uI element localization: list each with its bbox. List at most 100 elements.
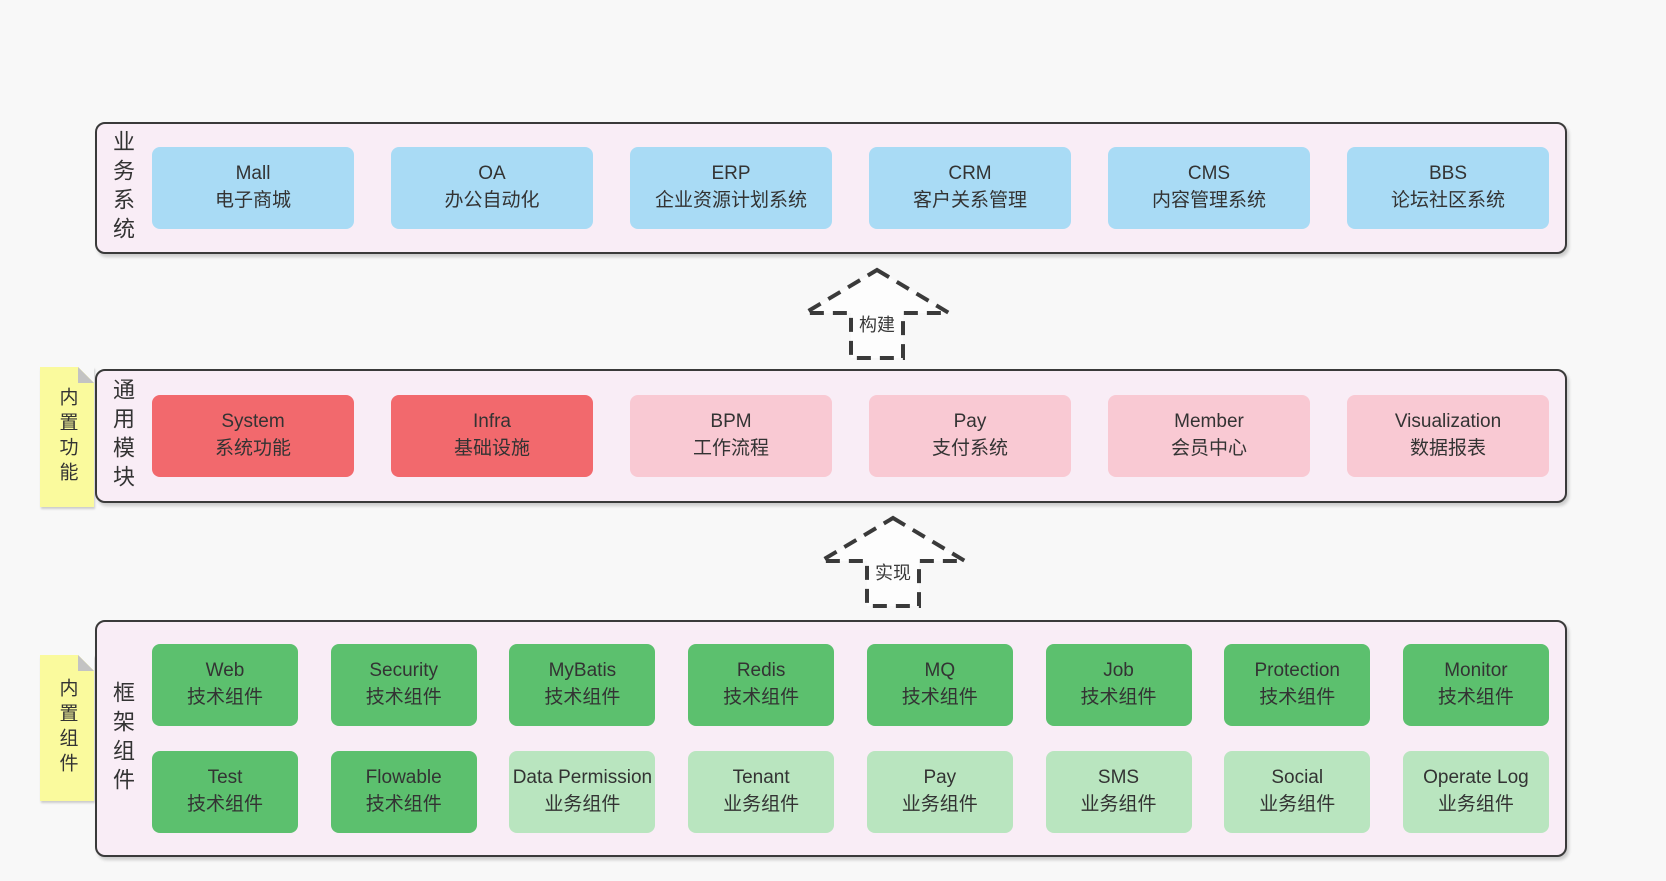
box-web: Web 技术组件 bbox=[152, 644, 298, 726]
section-title-vertical: 框架组件 bbox=[110, 680, 135, 797]
box-protection: Protection 技术组件 bbox=[1224, 644, 1371, 726]
box-subtitle: 技术组件 bbox=[1080, 687, 1157, 708]
box-title: SMS bbox=[1097, 767, 1140, 789]
sticky-builtin-features: 内置功能 bbox=[40, 367, 94, 507]
box-title: BPM bbox=[710, 411, 752, 433]
box-infra: Infra 基础设施 bbox=[391, 395, 593, 477]
box-title: Mall bbox=[235, 163, 271, 185]
box-monitor: Monitor 技术组件 bbox=[1402, 644, 1549, 726]
business-box-row: Mall 电子商城 OA 办公自动化 ERP 企业资源计划系统 CRM 客户关系… bbox=[152, 124, 1549, 252]
box-title: CMS bbox=[1187, 163, 1231, 185]
box-system: System 系统功能 bbox=[152, 395, 354, 477]
box-subtitle: 技术组件 bbox=[365, 794, 442, 815]
box-security: Security 技术组件 bbox=[330, 644, 477, 726]
box-subtitle: 技术组件 bbox=[544, 687, 621, 708]
box-pay: Pay 支付系统 bbox=[869, 395, 1071, 477]
box-sms: SMS 业务组件 bbox=[1045, 751, 1192, 833]
arrow-implement: 实现 bbox=[818, 514, 968, 610]
box-title: Member bbox=[1174, 411, 1244, 433]
box-redis: Redis 技术组件 bbox=[688, 644, 835, 726]
box-subtitle: 业务组件 bbox=[1259, 794, 1336, 815]
box-test: Test 技术组件 bbox=[152, 751, 298, 833]
box-flowable: Flowable 技术组件 bbox=[330, 751, 477, 833]
box-title: Tenant bbox=[732, 767, 790, 789]
section-title-vertical: 通用模块 bbox=[110, 378, 135, 494]
box-subtitle: 客户关系管理 bbox=[912, 190, 1027, 211]
box-oa: OA 办公自动化 bbox=[391, 147, 593, 229]
box-title: Redis bbox=[736, 660, 786, 682]
box-title: Monitor bbox=[1444, 660, 1508, 682]
box-subtitle: 内容管理系统 bbox=[1151, 190, 1266, 211]
arrow-label: 实现 bbox=[872, 559, 914, 585]
box-subtitle: 业务组件 bbox=[1080, 794, 1157, 815]
section-title-vertical: 业务系统 bbox=[110, 130, 135, 246]
section-common-modules: 通用模块 System 系统功能 Infra 基础设施 BPM 工作流程 Pay… bbox=[95, 369, 1567, 503]
box-subtitle: 系统功能 bbox=[214, 438, 291, 459]
box-title: System bbox=[221, 411, 285, 433]
box-subtitle: 工作流程 bbox=[692, 438, 769, 459]
box-social: Social 业务组件 bbox=[1224, 751, 1371, 833]
box-title: Infra bbox=[472, 411, 512, 433]
component-row-biz: Test 技术组件 Flowable 技术组件 Data Permission … bbox=[152, 751, 1549, 833]
box-subtitle: 电子商城 bbox=[214, 190, 291, 211]
box-pay-biz: Pay 业务组件 bbox=[866, 751, 1013, 833]
box-subtitle: 技术组件 bbox=[1437, 687, 1514, 708]
sticky-label: 内置组件 bbox=[56, 678, 78, 778]
box-title: MQ bbox=[924, 660, 956, 682]
box-crm: CRM 客户关系管理 bbox=[869, 147, 1071, 229]
box-title: BBS bbox=[1428, 163, 1468, 185]
box-data-permission: Data Permission 业务组件 bbox=[509, 751, 656, 833]
box-title: Web bbox=[205, 660, 245, 682]
box-title: Pay bbox=[953, 411, 987, 433]
box-title: CRM bbox=[948, 163, 992, 185]
box-bbs: BBS 论坛社区系统 bbox=[1347, 147, 1549, 229]
component-row-tech: Web 技术组件 Security 技术组件 MyBatis 技术组件 Redi… bbox=[152, 644, 1549, 726]
box-title: Job bbox=[1103, 660, 1134, 682]
box-subtitle: 技术组件 bbox=[186, 687, 263, 708]
box-subtitle: 技术组件 bbox=[901, 687, 978, 708]
box-subtitle: 技术组件 bbox=[1259, 687, 1336, 708]
box-subtitle: 业务组件 bbox=[544, 794, 621, 815]
box-subtitle: 业务组件 bbox=[723, 794, 800, 815]
box-member: Member 会员中心 bbox=[1108, 395, 1310, 477]
box-subtitle: 基础设施 bbox=[453, 438, 530, 459]
arrow-label: 构建 bbox=[856, 311, 898, 337]
box-job: Job 技术组件 bbox=[1045, 644, 1192, 726]
module-box-row: System 系统功能 Infra 基础设施 BPM 工作流程 Pay 支付系统… bbox=[152, 371, 1549, 501]
sticky-label: 内置功能 bbox=[56, 387, 78, 487]
box-subtitle: 论坛社区系统 bbox=[1390, 190, 1505, 211]
box-subtitle: 技术组件 bbox=[186, 794, 263, 815]
box-title: Security bbox=[369, 660, 439, 682]
box-bpm: BPM 工作流程 bbox=[630, 395, 832, 477]
box-subtitle: 办公自动化 bbox=[444, 190, 540, 211]
box-title: Flowable bbox=[365, 767, 442, 789]
sticky-builtin-components: 内置组件 bbox=[40, 655, 94, 801]
box-subtitle: 技术组件 bbox=[723, 687, 800, 708]
box-subtitle: 技术组件 bbox=[365, 687, 442, 708]
box-title: Test bbox=[207, 767, 243, 789]
box-cms: CMS 内容管理系统 bbox=[1108, 147, 1310, 229]
box-title: Visualization bbox=[1394, 411, 1502, 433]
box-subtitle: 支付系统 bbox=[931, 438, 1008, 459]
box-title: Data Permission bbox=[512, 767, 653, 789]
box-title: Operate Log bbox=[1423, 767, 1529, 789]
box-subtitle: 会员中心 bbox=[1170, 438, 1247, 459]
box-subtitle: 业务组件 bbox=[1437, 794, 1514, 815]
box-title: Pay bbox=[923, 767, 957, 789]
box-subtitle: 企业资源计划系统 bbox=[654, 190, 807, 211]
box-subtitle: 数据报表 bbox=[1409, 438, 1486, 459]
section-framework-components: 框架组件 Web 技术组件 Security 技术组件 MyBatis 技术组件… bbox=[95, 620, 1567, 857]
arrow-build: 构建 bbox=[802, 266, 952, 362]
box-erp: ERP 企业资源计划系统 bbox=[630, 147, 832, 229]
box-title: MyBatis bbox=[548, 660, 617, 682]
box-operate-log: Operate Log 业务组件 bbox=[1402, 751, 1549, 833]
box-subtitle: 业务组件 bbox=[901, 794, 978, 815]
section-business-systems: 业务系统 Mall 电子商城 OA 办公自动化 ERP 企业资源计划系统 CRM… bbox=[95, 122, 1567, 254]
component-grid: Web 技术组件 Security 技术组件 MyBatis 技术组件 Redi… bbox=[152, 622, 1549, 855]
box-mall: Mall 电子商城 bbox=[152, 147, 354, 229]
box-title: Protection bbox=[1254, 660, 1340, 682]
box-tenant: Tenant 业务组件 bbox=[688, 751, 835, 833]
box-title: ERP bbox=[711, 163, 751, 185]
box-mq: MQ 技术组件 bbox=[866, 644, 1013, 726]
